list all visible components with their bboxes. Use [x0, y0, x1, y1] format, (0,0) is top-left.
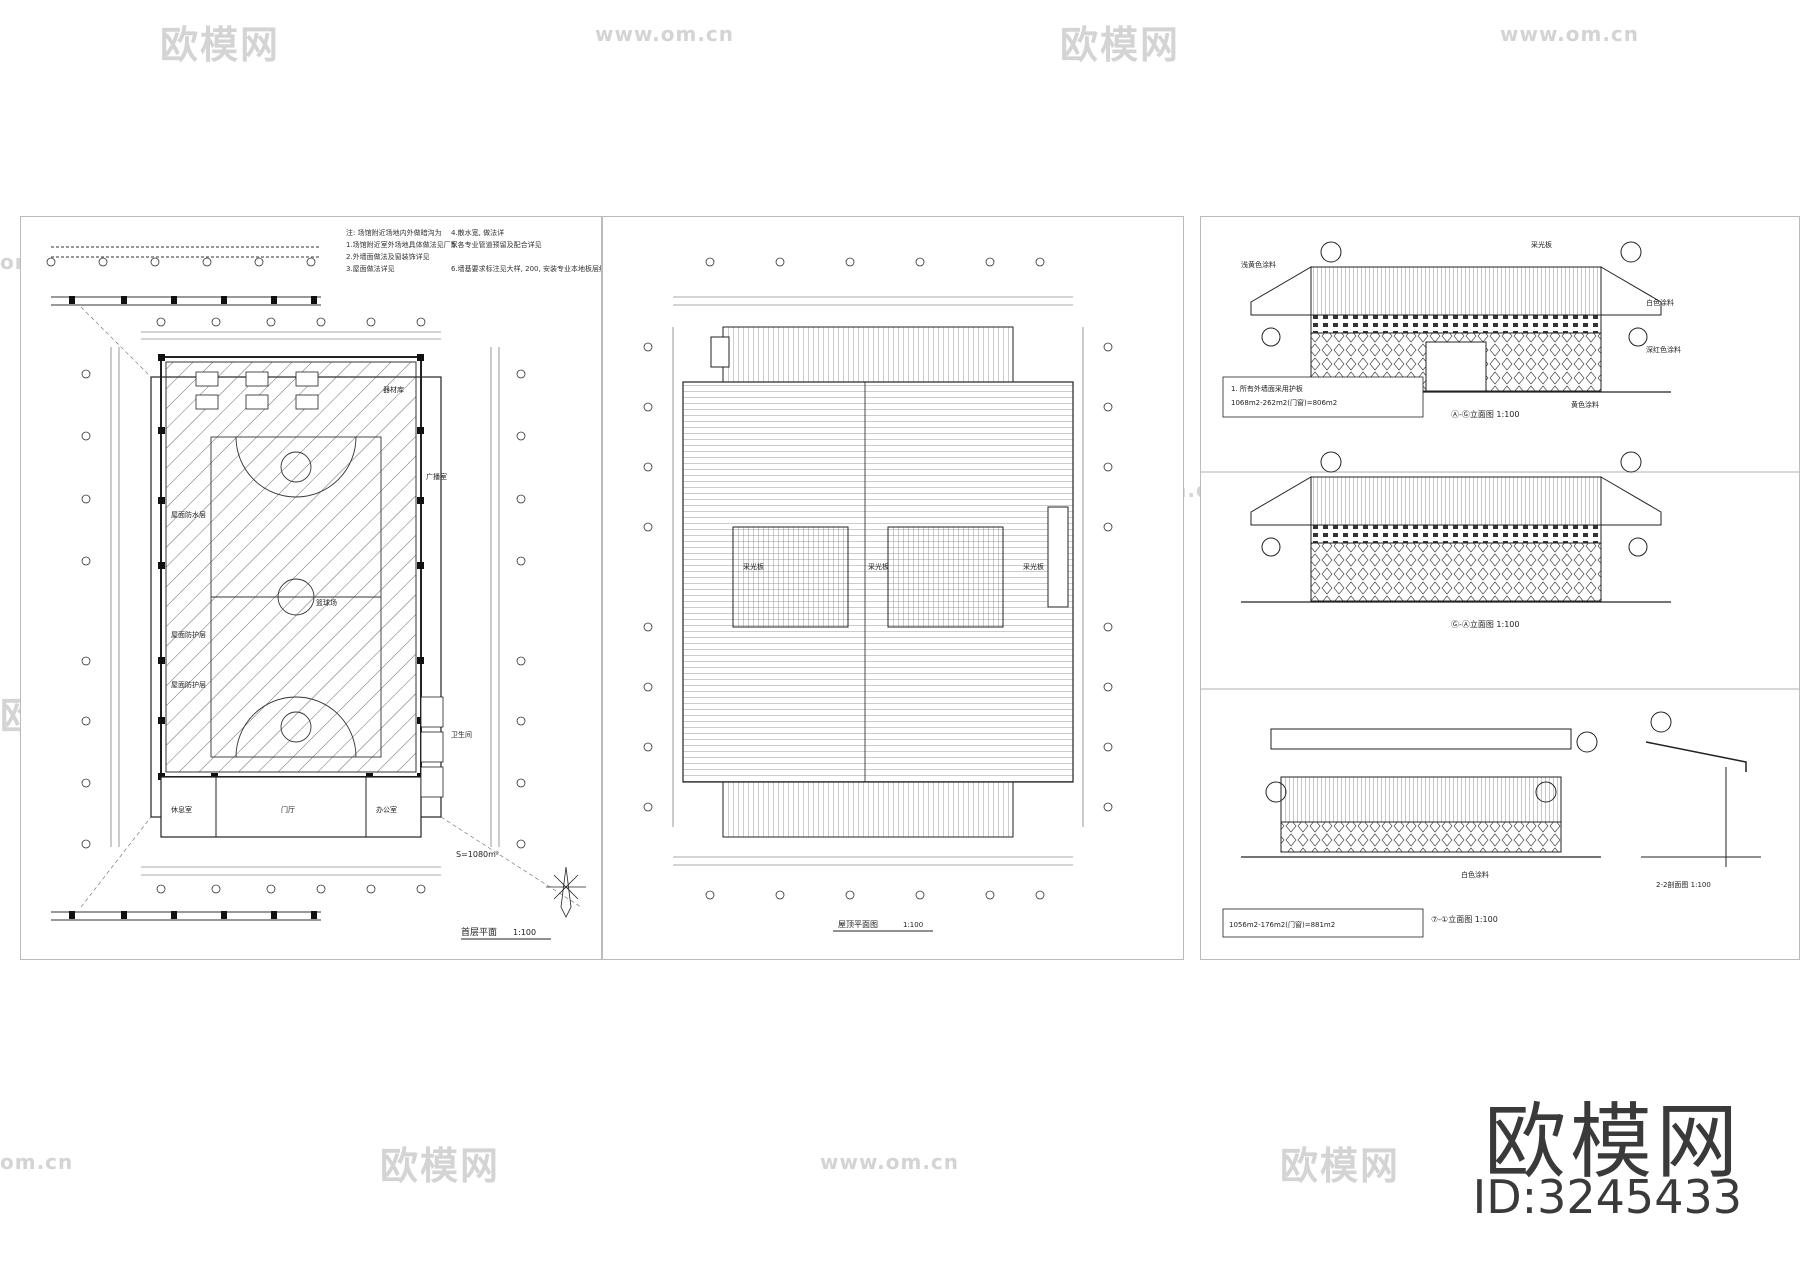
roof-label: 采光板: [1023, 562, 1044, 571]
plan-note: 6.墙基要求标注见大样, 200, 安装专业本地板层统一标高为±0.000: [451, 264, 601, 273]
room-label: 器材库: [383, 385, 404, 394]
roof-plan-title: 屋顶平面图: [838, 920, 878, 929]
elevation-label: 深红色涂料: [1646, 345, 1681, 354]
floor-plan-sheet: 注: 场馆附近场地内外做暗沟为 1.场馆附近室外场地具体做法见厂家 2.外墙面做…: [20, 216, 660, 960]
wall-label: 屋面防水层: [171, 510, 206, 519]
roof-plan-drawing: 采光板 采光板 采光板 屋顶平面图 1:100: [643, 257, 1113, 932]
roof-label: 采光板: [868, 562, 889, 571]
brand-logo: 欧模网: [1483, 1095, 1742, 1190]
plan-note: 1.场馆附近室外场地具体做法见厂家: [346, 240, 458, 249]
elevation-title: ⑦-①立面图 1:100: [1431, 914, 1498, 924]
room-label: 卫生间: [451, 730, 472, 739]
watermark-url: www.om.cn: [1500, 22, 1640, 46]
elevation-title: Ⓖ-Ⓐ立面图 1:100: [1451, 619, 1519, 629]
plan-title: 首层平面: [461, 926, 497, 938]
plan-scale: 1:100: [513, 928, 536, 937]
model-id: ID:3245433: [1472, 1170, 1742, 1224]
roof-plan-scale: 1:100: [903, 921, 923, 929]
elevation-label: 采光板: [1531, 240, 1552, 249]
elevation-1: 采光板 白色涂料 深红色涂料 黄色涂料 浅黄色涂料 1. 所有外墙面采用护板 1…: [1222, 240, 1681, 419]
elevation-2: Ⓖ-Ⓐ立面图 1:100: [1241, 451, 1671, 629]
floor-plan-drawing: 注: 场馆附近场地内外做暗沟为 1.场馆附近室外场地具体做法见厂家 2.外墙面做…: [46, 228, 660, 940]
plan-note: 注: 场馆附近场地内外做暗沟为: [346, 228, 442, 237]
elevation-sheet: 采光板 白色涂料 深红色涂料 黄色涂料 浅黄色涂料 1. 所有外墙面采用护板 1…: [1200, 216, 1800, 960]
roof-plan-sheet: 采光板 采光板 采光板 屋顶平面图 1:100: [602, 216, 1184, 960]
room-label: 办公室: [376, 805, 397, 814]
elevation-label: 浅黄色涂料: [1241, 260, 1276, 269]
watermark-brand: 欧模网: [1060, 23, 1181, 67]
area-label: S=1080m²: [456, 850, 499, 859]
north-arrow-icon: [546, 866, 586, 918]
elevation-label: 白色涂料: [1461, 870, 1489, 879]
plan-note: 2.外墙面做法及窗装饰详见: [346, 252, 430, 261]
plan-note: 4.散水宽, 做法详: [451, 228, 504, 237]
watermark-brand: 欧模网: [380, 1144, 501, 1188]
plan-note: 3.屋面做法详见: [346, 264, 395, 273]
elevation-note: 1. 所有外墙面采用护板: [1231, 384, 1303, 393]
room-label: 篮球场: [316, 598, 337, 607]
watermark-url: om.cn: [0, 1150, 74, 1174]
watermark-url: www.om.cn: [820, 1150, 960, 1174]
elevation-label: 白色涂料: [1646, 298, 1674, 307]
room-label: 广播室: [426, 472, 447, 481]
watermark-url: www.om.cn: [595, 22, 735, 46]
elevation-note: 1068m2-262m2(门窗)=806m2: [1231, 398, 1337, 407]
section-title: 2-2剖面图 1:100: [1656, 880, 1711, 889]
elevation-note: 1056m2-176m2(门窗)=881m2: [1229, 920, 1335, 929]
elevation-title: Ⓐ-Ⓖ立面图 1:100: [1451, 409, 1519, 419]
roof-label: 采光板: [743, 562, 764, 571]
watermark-brand: 欧模网: [1280, 1144, 1401, 1188]
elevation-drawing: 采光板 白色涂料 深红色涂料 黄色涂料 浅黄色涂料 1. 所有外墙面采用护板 1…: [1201, 240, 1799, 938]
room-label: 休息室: [171, 805, 192, 814]
room-label: 门厅: [281, 805, 295, 814]
wall-label: 屋面防护层: [171, 630, 206, 639]
elevation-label: 黄色涂料: [1571, 400, 1599, 409]
watermark-brand: 欧模网: [160, 23, 281, 67]
plan-note: 5.各专业管道预留及配合详见: [451, 240, 542, 249]
elevation-3: 白色涂料 1056m2-176m2(门窗)=881m2 ⑦-①立面图 1:100…: [1222, 711, 1761, 938]
wall-label: 屋面防护层: [171, 680, 206, 689]
